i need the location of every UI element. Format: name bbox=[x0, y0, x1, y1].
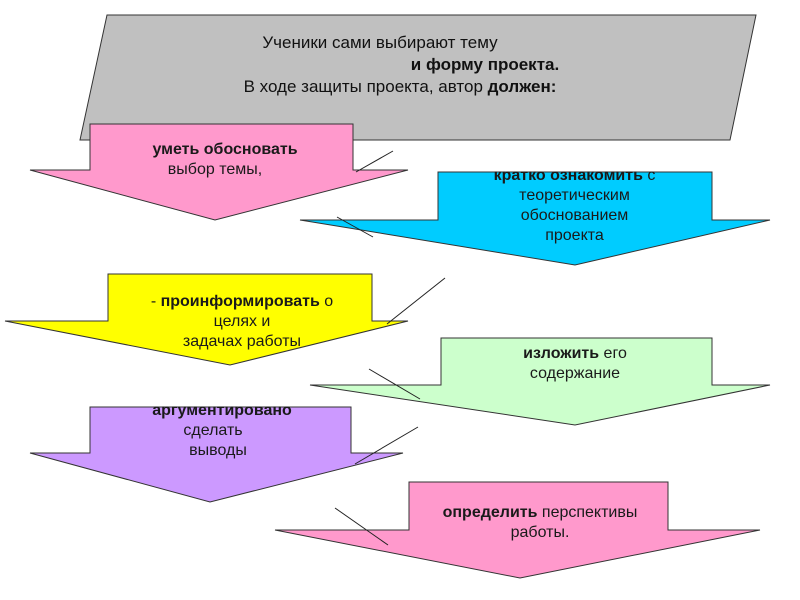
arrow-pink-2 bbox=[274, 481, 761, 579]
arrow-yellow bbox=[4, 273, 409, 366]
connector-line bbox=[336, 216, 374, 238]
connector-line bbox=[354, 426, 419, 465]
step-3-extra-1: целях и bbox=[213, 313, 271, 330]
step-2-extra-3: проекта bbox=[545, 227, 604, 244]
step-4-text: изложить его содержание bbox=[455, 344, 695, 384]
step-2-bold: кратко ознакомить bbox=[493, 167, 643, 184]
connector-line bbox=[386, 277, 446, 325]
arrow-green bbox=[309, 337, 771, 426]
header-line-3: В ходе защиты проекта, автор должен: bbox=[150, 76, 650, 98]
step-1-plain: выбор темы, bbox=[167, 161, 263, 178]
step-5-extra-2: выводы bbox=[189, 442, 247, 459]
connector-line bbox=[334, 507, 389, 546]
step-6-text: определить перспективы работы. bbox=[415, 503, 665, 543]
header-line-3-bold: должен: bbox=[487, 77, 557, 96]
step-5-extra-1: сделать bbox=[183, 422, 243, 439]
header-line-3-plain: В ходе защиты проекта, автор bbox=[243, 77, 488, 96]
step-6-extra-1: работы. bbox=[510, 524, 570, 541]
step-3-prefix: - bbox=[150, 293, 161, 310]
arrow-cyan bbox=[299, 171, 771, 266]
header-text: Ученики сами выбирают тему и форму проек… bbox=[150, 32, 650, 98]
step-1-bold: уметь обосновать bbox=[152, 141, 298, 158]
step-2-text: кратко ознакомить с теоретическим обосно… bbox=[452, 166, 697, 246]
step-5-bold: аргументировано bbox=[152, 402, 292, 419]
step-6-bold: определить bbox=[442, 504, 538, 521]
step-4-bold: изложить bbox=[523, 345, 600, 362]
step-2-extra-2: обоснованием bbox=[520, 207, 629, 224]
arrow-purple bbox=[29, 406, 404, 503]
step-4-plain: его bbox=[599, 345, 627, 362]
step-5-text: аргументировано сделать выводы bbox=[112, 401, 332, 461]
step-3-plain: о bbox=[319, 293, 334, 310]
arrow-pink-1 bbox=[29, 123, 409, 221]
header-parallelogram bbox=[79, 14, 757, 141]
header-line-2: и форму проекта. bbox=[410, 55, 560, 74]
connector-line bbox=[368, 368, 421, 400]
connector-line bbox=[355, 150, 394, 173]
header-line-1: Ученики сами выбирают тему bbox=[262, 33, 498, 52]
step-4-extra-1: содержание bbox=[529, 365, 621, 382]
step-2-extra-1: теоретическим bbox=[519, 187, 630, 204]
step-1-text: уметь обосновать выбор темы, bbox=[110, 140, 340, 180]
step-6-plain: перспективы bbox=[537, 504, 638, 521]
step-3-text: - проинформировать о целях и задачах раб… bbox=[112, 292, 372, 352]
step-3-extra-2: задачах работы bbox=[182, 333, 302, 350]
step-3-bold: проинформировать bbox=[160, 293, 320, 310]
step-2-plain: с bbox=[642, 167, 656, 184]
